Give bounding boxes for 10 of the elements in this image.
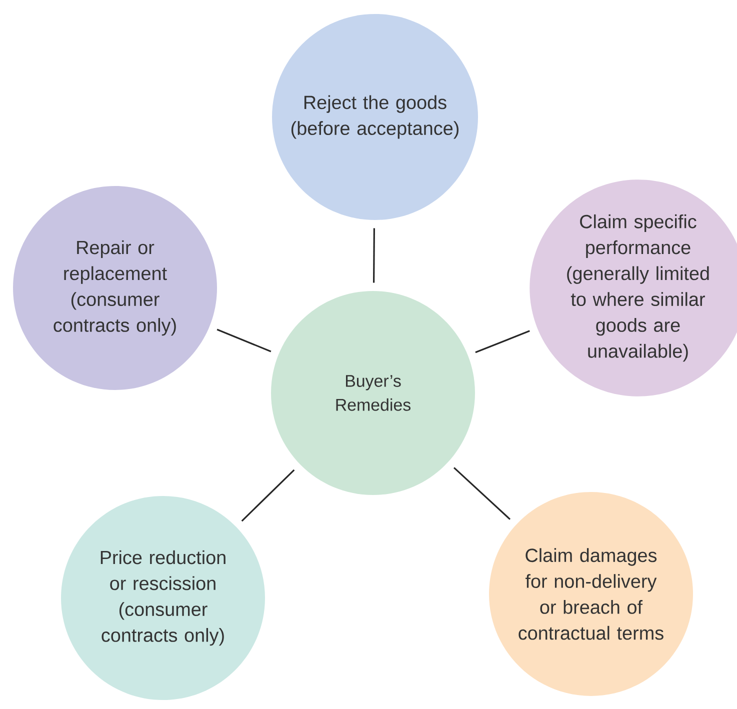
connector-line — [373, 228, 375, 283]
connector-line — [216, 328, 272, 352]
connector-line — [475, 330, 530, 354]
circle-node: Reject the goods (before acceptance) — [272, 14, 478, 220]
circle-node: Buyer’s Remedies — [271, 291, 475, 495]
circle-node: Price reduction or rescission (consumer contracts only) — [61, 496, 265, 700]
connector-line — [241, 469, 295, 522]
circle-node: Claim damages for non-delivery or breach of contractual terms — [489, 492, 693, 696]
connector-line — [453, 467, 511, 520]
circle-node: Repair or replacement (consumer contracts only) — [13, 186, 217, 390]
